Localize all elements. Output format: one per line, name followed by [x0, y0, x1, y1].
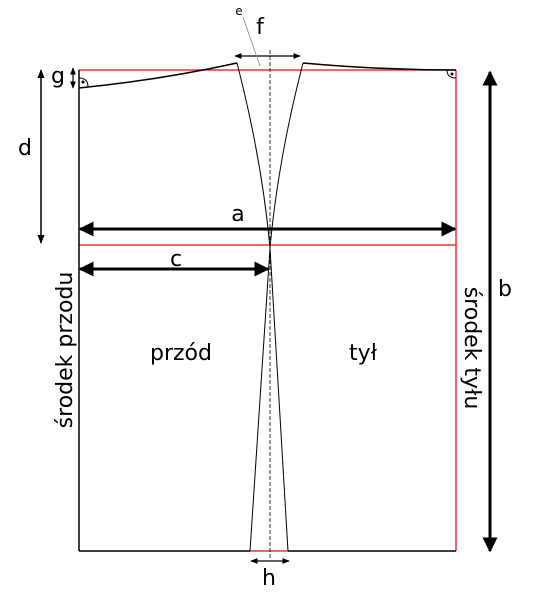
back-corner-angle-mark: [446, 69, 457, 79]
construction-guides: [79, 69, 457, 552]
label-front-panel: przód: [150, 341, 212, 366]
front-corner-angle-mark: [78, 77, 89, 88]
right-angle-markers: [78, 69, 457, 88]
label-h: h: [262, 566, 276, 591]
diagram-labels: a b c d e f g h przód tył środek przodu …: [18, 4, 512, 591]
label-d: d: [18, 136, 32, 161]
label-f: f: [256, 15, 265, 40]
label-center-front: środek przodu: [53, 272, 78, 429]
front-side-seam-lower: [249, 247, 271, 552]
label-center-back: środek tyłu: [459, 287, 484, 410]
pattern-outline: [78, 62, 457, 552]
label-b: b: [498, 277, 512, 302]
back-corner-angle-dot: [450, 72, 454, 76]
back-side-seam-lower: [269, 247, 289, 552]
label-a: a: [231, 202, 244, 227]
front-waist-curve: [78, 62, 238, 89]
label-e: e: [235, 4, 242, 18]
label-back-panel: tył: [349, 341, 378, 366]
label-g: g: [51, 64, 65, 89]
front-corner-angle-dot: [81, 80, 85, 84]
measurement-arrows: [37, 53, 498, 564]
label-c: c: [170, 247, 182, 272]
pointer-e: [242, 16, 261, 67]
back-side-seam-upper: [269, 62, 304, 249]
back-waist-curve: [302, 62, 457, 71]
